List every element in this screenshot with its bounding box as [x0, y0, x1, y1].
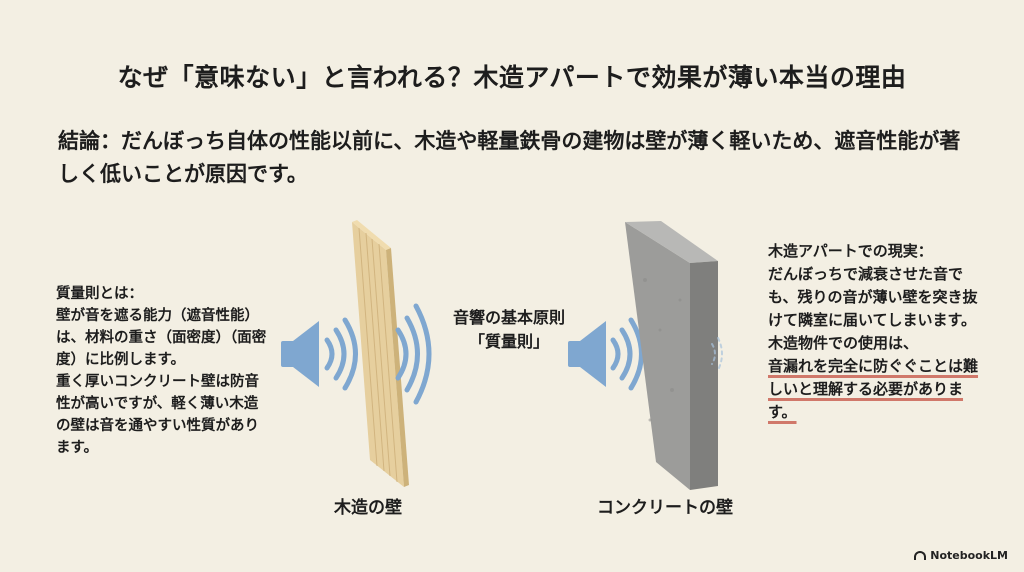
mass-law-explanation: 質量則とは： 壁が音を遮る能力（遮音性能）は、材料の重さ（面密度）（面密度）に比… [56, 283, 271, 459]
mass-law-label: 音響の基本原則 「質量則」 [425, 306, 593, 354]
mass-law-label-line2: 「質量則」 [468, 332, 549, 351]
mass-law-body-1: 壁が音を遮る能力（遮音性能）は、材料の重さ（面密度）（面密度）に比例します。 [56, 308, 267, 368]
mass-law-label-line1: 音響の基本原則 [452, 308, 565, 327]
brand-watermark: NotebookLM [914, 549, 1008, 562]
concrete-wall-label: コンクリートの壁 [597, 498, 733, 518]
mass-law-heading: 質量則とは： [56, 286, 143, 302]
sound-wave-icon [711, 337, 723, 371]
notebooklm-logo-icon [914, 551, 927, 560]
reality-underlined: 音漏れを完全に防ぐぐことは難しいと理解する必要があります。 [768, 357, 979, 421]
wooden-apartment-reality: 木造アパートでの現実： だんぼっちで減衰させた音でも、残りの音が薄い壁を突き抜け… [768, 240, 983, 424]
sound-wave-icon [395, 303, 432, 405]
sound-wave-icon [324, 317, 358, 391]
conclusion-text: 結論：だんぼっち自体の性能以前に、木造や軽量鉄骨の建物は壁が薄く軽いため、遮音性… [58, 129, 961, 186]
reality-heading: 木造アパートでの現実： [768, 242, 933, 260]
wood-wall [352, 220, 409, 487]
brand-name: NotebookLM [930, 549, 1008, 562]
speaker-icon [281, 321, 319, 387]
concrete-wall [625, 221, 718, 490]
mass-law-body-2: 重く厚いコンクリート壁は防音性が高いですが、軽く薄い木造の壁は音を通やすい性質が… [56, 374, 259, 456]
reality-body-2: 木造物件での使用は、 [768, 334, 919, 352]
reality-body-1: だんぼっちで減衰させた音でも、残りの音が薄い壁を突き抜けて隣室に届いてしまいます… [768, 265, 978, 329]
sound-wave-icon [610, 317, 644, 391]
page-title: なぜ「意味ない」と言われる？木造アパートで効果が薄い本当の理由 [117, 63, 907, 92]
wood-wall-label: 木造の壁 [334, 498, 402, 518]
speaker-icon [568, 321, 606, 387]
